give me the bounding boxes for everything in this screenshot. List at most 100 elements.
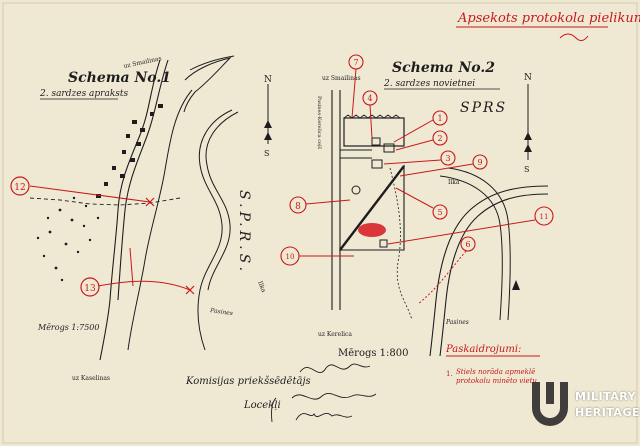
svg-text:10: 10: [286, 253, 295, 261]
legend-text-box: Stiels norāda apmeklē protokolu minēto v…: [456, 368, 537, 385]
schema2-title: Schema No.2: [392, 60, 495, 76]
members-label: Locekļi: [243, 400, 281, 411]
schema2-marker-8: 8: [289, 196, 351, 214]
member-signature-2: [295, 412, 353, 421]
schema2-building-a: [371, 137, 381, 146]
schema2-marker-7: 7: [348, 54, 364, 119]
member-signature-1: [291, 393, 377, 400]
schema2-marker-11: 11: [387, 206, 554, 245]
schema1-marker-13: [80, 277, 100, 297]
schema2-marker-6: 6: [417, 236, 476, 305]
approval-scribble: [559, 33, 589, 42]
schema1-road-bottom: uz Kaselinas: [72, 375, 110, 382]
north-label-left: N: [264, 75, 272, 85]
svg-text:1: 1: [437, 114, 442, 123]
south-label-left: S: [264, 149, 269, 158]
schema1-marker-13-drop: [129, 247, 134, 287]
schema2-arrow-marker: [512, 280, 520, 290]
schema1-marker-12-leader: [29, 185, 151, 203]
legend: Paskaidrojumi: 1. Stiels norāda apmeklē …: [445, 344, 540, 385]
schema2-road-top: uz Smailinas: [322, 75, 361, 82]
schema2-marker-1: 1: [393, 110, 448, 143]
schema2-building-b: [383, 143, 395, 153]
svg-text:5: 5: [437, 208, 442, 217]
north-arrow-left: N S: [264, 75, 272, 158]
schema2-marker-10: 10: [280, 246, 354, 266]
schema2-post: [379, 239, 388, 248]
schema2-road-right: [447, 167, 511, 321]
border-label-right: SPRS: [460, 100, 507, 116]
watermark: MILITARY HERITAGE: [528, 378, 640, 430]
schema1-subtitle: 2. sardzes apraksts: [39, 89, 129, 99]
watermark-logo-icon: [532, 382, 568, 426]
schema2-compound-fence: [343, 114, 401, 119]
north-arrow-right: N S: [524, 73, 532, 174]
schema1-road-edge: [117, 59, 169, 301]
schema1-marker-13-leader: [97, 280, 191, 291]
schema2-marker-3: 3: [383, 150, 456, 166]
schema1-settlement: [96, 104, 163, 198]
schema1-marker-12: [10, 176, 30, 196]
schema2-road-bottom: uz Kerelica: [318, 331, 352, 338]
schema2-compound: [343, 117, 405, 147]
svg-text:4: 4: [367, 94, 372, 103]
schema1-title: Schema No.1: [68, 70, 171, 86]
schema1-forest-dots: [36, 196, 100, 282]
schema1-river: [197, 109, 233, 351]
schema2-road-right-edge: [439, 175, 503, 321]
svg-text:11: 11: [540, 213, 549, 221]
north-label-right: N: [524, 73, 532, 83]
schema2-scale: Mērogs 1:800: [338, 348, 409, 359]
schema2-river: [429, 185, 549, 357]
schema2-marker-5: 5: [395, 187, 448, 220]
schema2-place-right: Pasines: [445, 319, 469, 326]
legend-text: Stiels norāda apmeklē protokolu minēto v…: [456, 368, 537, 385]
schema1-road-branch: [127, 89, 193, 351]
schema2-well: [351, 185, 361, 195]
schema2-subtitle: 2. sardzes novietnei: [383, 79, 475, 89]
schema2-footpath: [389, 167, 413, 321]
legend-line-marker: 1.: [446, 370, 453, 378]
schema1-river-loop-edge: [189, 55, 235, 71]
schema2-marker-4: 4: [362, 90, 378, 139]
schema1-road: [99, 59, 161, 361]
approval-note: Apsekots protokola pielikums: [457, 11, 640, 26]
watermark-line1: MILITARY: [575, 390, 637, 403]
schema2-road-side-label: Pasines-Kerelica ceļš: [316, 96, 323, 150]
svg-text:8: 8: [295, 202, 301, 212]
svg-text:9: 9: [477, 158, 482, 167]
schema2-building-c: [371, 159, 383, 169]
schema1-river-edge: [205, 111, 239, 291]
svg-text:2: 2: [437, 134, 442, 143]
schema2-river-edge: [439, 193, 549, 357]
schema1-place-right: Pasines: [209, 307, 234, 317]
schema1-marker-12-cross: [145, 197, 155, 207]
south-label-right: S: [524, 165, 529, 174]
svg-text:3: 3: [445, 154, 450, 163]
schema2-incident-spot: [358, 223, 386, 237]
signature-block: Komisijas priekšsēdētājs Locekļi: [185, 363, 377, 423]
border-label-center: S.P.R.S.: [236, 190, 252, 275]
svg-text:7: 7: [353, 58, 358, 67]
chairman-label: Komisijas priekšsēdētājs: [185, 376, 311, 387]
schema1-river-label: Ilka: [256, 280, 267, 294]
schema1-river-loop: [183, 57, 232, 113]
schema2-marker-2: 2: [395, 130, 448, 151]
chairman-signature: [299, 363, 371, 373]
schema1-marker-13-cross: [185, 285, 195, 295]
schema1-scale: Mērogs 1:7500: [37, 323, 99, 332]
schema1-marker-13-label: 13: [84, 284, 96, 294]
legend-title: Paskaidrojumi:: [445, 344, 521, 355]
svg-text:6: 6: [465, 240, 470, 249]
schema2-river-label: Ilka: [448, 179, 460, 186]
watermark-line2: HERITAGE: [575, 406, 640, 419]
schema2-marker-9: 9: [399, 154, 488, 177]
schema2-triangle-edge: [339, 165, 405, 251]
schema2: Schema No.2 2. sardzes novietnei uz Smai…: [280, 54, 554, 359]
members-brace: [271, 397, 277, 423]
schema1-marker-12-label: 12: [14, 183, 25, 193]
